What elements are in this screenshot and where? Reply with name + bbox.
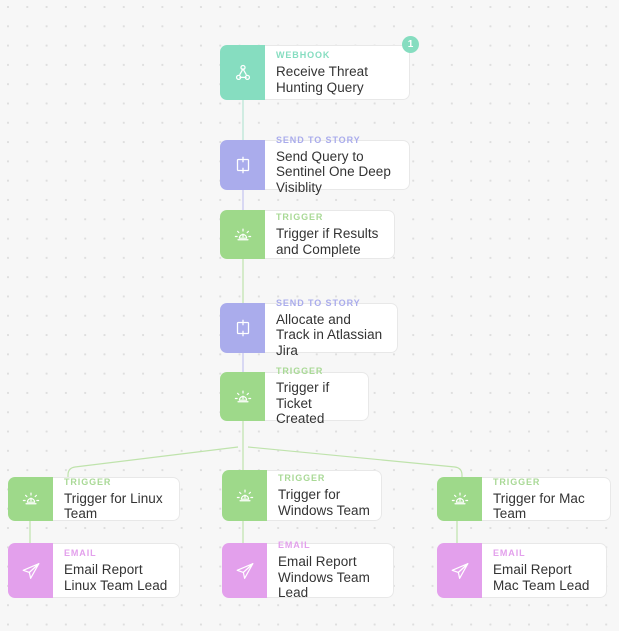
node-title: Send Query to Sentinel One Deep Visiblit… [276,148,391,195]
node-title: Trigger if Ticket Created [276,380,330,427]
node-kicker: TRIGGER [64,476,112,487]
send-to-story-icon-panel [220,303,265,353]
node-kicker: SEND TO STORY [276,297,361,308]
workflow-node-email-report-mac-team-lead[interactable]: EMAIL Email Report Mac Team Lead [437,543,607,598]
siren-icon-panel [8,477,53,521]
workflow-node-trigger-if-results-and-complete[interactable]: TRIGGER Trigger if Results and Complete [220,210,395,259]
node-body: TRIGGER Trigger for Windows Team [267,470,382,521]
workflow-node-receive-threat-hunting-query[interactable]: WEBHOOK Receive Threat Hunting Query 1 [220,36,419,100]
node-kicker: SEND TO STORY [276,134,361,145]
node-title: Allocate and Track in Atlassian Jira [276,311,383,358]
paper-plane-icon [22,562,39,579]
siren-icon [234,390,251,402]
node-title: Email Report Mac Team Lead [493,562,590,593]
workflow-node-trigger-for-mac-team[interactable]: TRIGGER Trigger for Mac Team [437,477,611,521]
siren-icon-panel [222,470,267,521]
node-body: EMAIL Email Report Linux Team Lead [53,543,180,598]
node-body: SEND TO STORY Allocate and Track in Atla… [265,298,398,358]
siren-icon [22,492,39,505]
workflow-node-email-report-windows-team-lead[interactable]: EMAIL Email Report Windows Team Lead [222,540,394,601]
node-kicker: TRIGGER [276,366,324,377]
siren-icon [234,228,251,240]
send-to-story-icon-panel [220,140,265,190]
workflow-node-email-report-linux-team-lead[interactable]: EMAIL Email Report Linux Team Lead [8,543,180,598]
node-title: Email Report Windows Team Lead [278,554,370,601]
node-body: SEND TO STORY Send Query to Sentinel One… [265,135,410,195]
node-kicker: TRIGGER [493,476,541,487]
workflow-node-trigger-for-linux-team[interactable]: TRIGGER Trigger for Linux Team [8,477,180,521]
send-to-story-icon [236,156,249,174]
node-body: TRIGGER Trigger for Linux Team [53,477,180,521]
node-kicker: WEBHOOK [276,50,331,60]
node-title: Email Report Linux Team Lead [64,562,168,593]
node-body: WEBHOOK Receive Threat Hunting Query [265,45,410,100]
workflow-node-send-query-to-sentinel-one[interactable]: SEND TO STORY Send Query to Sentinel One… [220,135,410,195]
siren-icon-panel [220,372,265,421]
paper-plane-icon [451,562,468,579]
workflow-node-trigger-for-windows-team[interactable]: TRIGGER Trigger for Windows Team [222,470,382,521]
node-step-badge: 1 [402,36,419,53]
node-kicker: EMAIL [278,540,311,551]
webhook-icon-panel [220,45,265,100]
node-kicker: TRIGGER [278,473,326,483]
node-title: Trigger for Mac Team [493,490,585,522]
send-to-story-icon [236,319,249,337]
node-kicker: EMAIL [64,548,97,558]
workflow-node-trigger-if-ticket-created[interactable]: TRIGGER Trigger if Ticket Created [220,366,369,426]
node-body: TRIGGER Trigger if Ticket Created [265,366,369,426]
siren-icon [236,489,253,501]
webhook-icon [235,64,250,80]
node-kicker: EMAIL [493,548,526,558]
siren-icon [451,492,468,505]
paper-plane-icon-panel [222,543,267,598]
siren-icon-panel [220,210,265,259]
node-title: Trigger if Results and Complete [276,226,379,257]
siren-icon-panel [437,477,482,521]
node-body: TRIGGER Trigger if Results and Complete [265,210,395,259]
node-body: EMAIL Email Report Windows Team Lead [267,540,394,601]
node-title: Trigger for Windows Team [278,487,370,518]
node-body: EMAIL Email Report Mac Team Lead [482,543,607,598]
node-title: Trigger for Linux Team [64,490,163,522]
node-body: TRIGGER Trigger for Mac Team [482,477,611,521]
node-kicker: TRIGGER [276,212,324,222]
workflow-node-allocate-and-track-in-jira[interactable]: SEND TO STORY Allocate and Track in Atla… [220,298,398,358]
node-title: Receive Threat Hunting Query [276,64,368,95]
paper-plane-icon-panel [8,543,53,598]
paper-plane-icon-panel [437,543,482,598]
paper-plane-icon [236,562,253,579]
